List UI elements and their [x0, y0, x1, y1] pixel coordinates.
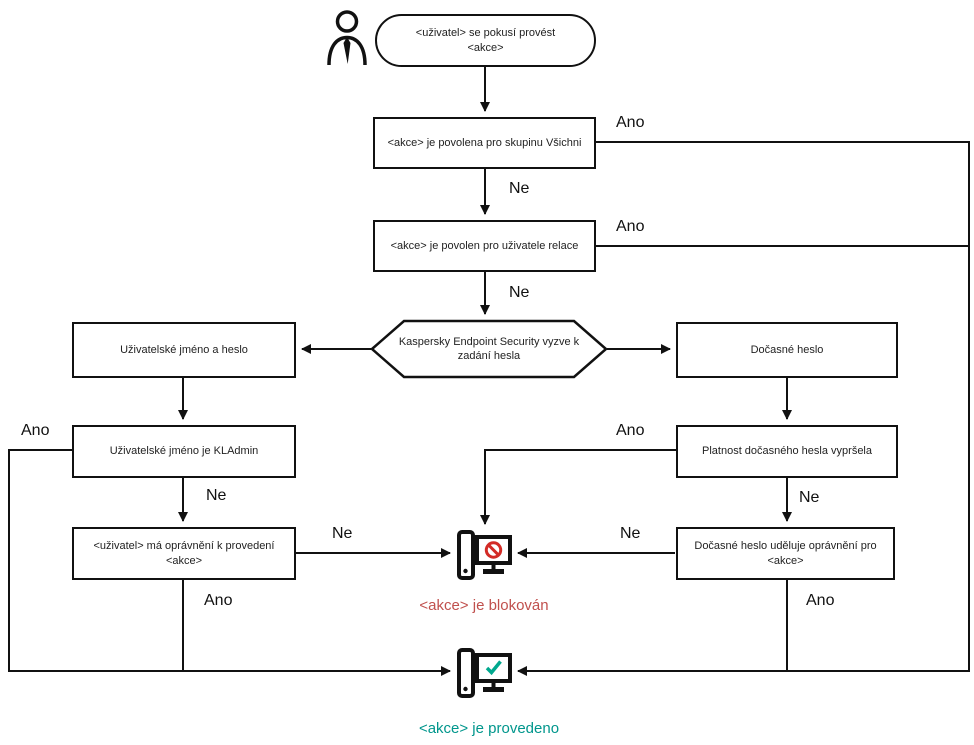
edge-label-expired-no: Ne [799, 489, 820, 506]
blocked-status-text: <akce> je blokován [419, 597, 549, 614]
node-temp-password-grants: Dočasné heslo uděluje oprávnění pro <akc… [676, 527, 895, 580]
prohibition-icon [484, 541, 503, 559]
node-username-and-password: Uživatelské jméno a heslo [72, 322, 296, 378]
checkmark-icon [485, 660, 502, 676]
node-temporary-password: Dočasné heslo [676, 322, 898, 378]
edge-label-everyone-no: Ne [509, 180, 530, 197]
node-temp-password-expired: Platnost dočasného hesla vypršela [676, 425, 898, 478]
edge-label-kladmin-yes: Ano [21, 422, 50, 439]
edge-label-kladmin-no: Ne [206, 487, 227, 504]
edge-label-session-no: Ne [509, 284, 530, 301]
edge-label-grants-yes: Ano [806, 592, 835, 609]
node-username-is-kladmin: Uživatelské jméno je KLAdmin [72, 425, 296, 478]
edge-label-permission-no: Ne [332, 525, 353, 542]
node-action-allowed-everyone: <akce> je povolena pro skupinu Všichni [373, 117, 596, 169]
edge-label-session-yes: Ano [616, 218, 645, 235]
node-password-prompt: Kaspersky Endpoint Security vyzve k zadá… [398, 335, 580, 362]
node-user-has-permission: <uživatel> má oprávnění k provedení <akc… [72, 527, 296, 580]
node-start: <uživatel> se pokusí provést <akce> [375, 14, 596, 67]
executed-status-text: <akce> je provedeno [418, 720, 560, 737]
node-password-prompt-shape [370, 319, 608, 379]
blocked-computer-icon [457, 530, 512, 580]
edge-label-grants-no: Ne [620, 525, 641, 542]
node-action-allowed-session-user: <akce> je povolen pro uživatele relace [373, 220, 596, 272]
edge-label-everyone-yes: Ano [616, 114, 645, 131]
edge-label-expired-yes: Ano [616, 422, 645, 439]
user-icon [327, 10, 367, 66]
edge-label-permission-yes: Ano [204, 592, 233, 609]
success-computer-icon [457, 648, 512, 698]
